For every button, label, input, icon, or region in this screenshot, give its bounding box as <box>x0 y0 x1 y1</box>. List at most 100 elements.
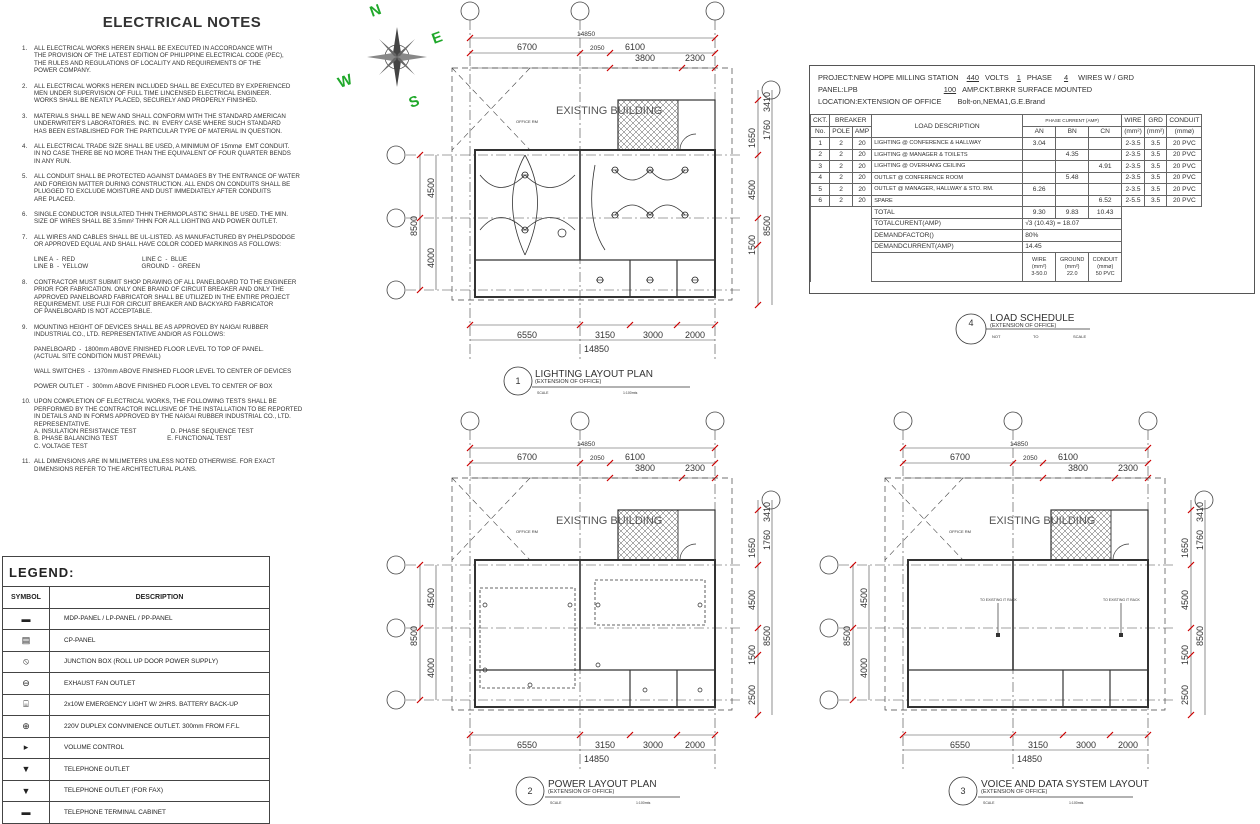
duplex-outlet-icon <box>482 667 488 673</box>
dim-right-f: 3410 <box>1195 502 1205 522</box>
panel-icon: ▬ <box>3 608 50 629</box>
dim-top-b: 6100 <box>1058 452 1078 462</box>
legend-row: ▼TELEPHONE OUTLET (FOR FAX) <box>3 780 269 802</box>
dim-tick <box>576 731 584 739</box>
feeder-ground-unit: (mm²) <box>1064 263 1080 270</box>
volume-control-icon: ▸ <box>3 737 50 758</box>
legend-row: ▼TELEPHONE OUTLET <box>3 759 269 781</box>
grid-bubble <box>705 411 725 431</box>
plan-scale-value: 1:100mts <box>623 391 638 395</box>
dim-total: 14850 <box>1010 441 1028 448</box>
dim-right-b: 4500 <box>1180 590 1190 610</box>
cell-wire: 2-3.5 <box>1121 183 1145 196</box>
cell-conduit: 20 PVC <box>1166 148 1203 161</box>
hatched-room <box>1050 509 1112 561</box>
note-number: 8. <box>22 278 28 286</box>
legend-description: 2x10W EMERGENCY LIGHT W/ 2HRS. BATTERY B… <box>64 701 239 709</box>
grid-bubble <box>570 1 590 21</box>
note-item: 10.UPON COMPLETION OF ELECTRICAL WORKS, … <box>22 398 342 450</box>
dim-tick <box>466 34 474 42</box>
dim-tick <box>606 474 614 482</box>
volts-value: 440 <box>966 73 979 82</box>
wall <box>617 99 716 151</box>
cell-amp: 20 <box>851 171 873 184</box>
dim-tick <box>754 151 762 159</box>
dim-bot-total: 14850 <box>1017 754 1042 764</box>
dim-tick <box>849 624 857 632</box>
grid-bubble <box>386 555 406 575</box>
dim-left-b: 4000 <box>426 248 436 268</box>
hdr-load: LOAD DESCRIPTION <box>871 114 1024 138</box>
plan-scale-value: 1:100mts <box>1069 801 1084 805</box>
dim-tick <box>899 459 907 467</box>
cell-conduit: 20 PVC <box>1166 183 1203 196</box>
location-label: LOCATION:EXTENSION OF OFFICE <box>818 97 942 106</box>
schedule-caption-b: TO <box>1033 334 1038 339</box>
dim-tick <box>711 731 719 739</box>
legend-header-row: SYMBOL DESCRIPTION <box>3 587 269 609</box>
note-item: 3. MATERIALS SHALL BE NEW AND SHALL CONFO… <box>22 113 342 135</box>
dim-tick <box>1106 731 1114 739</box>
dim-left-total: 8500 <box>409 216 419 236</box>
dim-tick <box>899 731 907 739</box>
cell-amp: 20 <box>851 183 873 196</box>
dim-tick <box>673 321 681 329</box>
dim-right-b: 4500 <box>747 180 757 200</box>
existing-diag <box>884 477 964 561</box>
cp-panel-icon: ▤ <box>3 630 50 651</box>
feeder-wire-unit: (mm²) <box>1031 263 1047 270</box>
dim-top-a: 6700 <box>517 42 537 52</box>
compass-e: E <box>430 28 445 47</box>
schedule-table: CKT. BREAKER LOAD DESCRIPTION PHASE CURR… <box>809 114 1203 282</box>
dim-tick <box>416 561 424 569</box>
legend-row: ▸VOLUME CONTROL <box>3 737 269 759</box>
cell-wire: 2-3.5 <box>1121 160 1145 173</box>
duplex-outlet-icon <box>595 662 601 668</box>
dim-tick <box>754 214 762 222</box>
dim-bot-d: 2000 <box>1118 740 1138 750</box>
dim-top-e: 2300 <box>1118 463 1138 473</box>
schedule-caption-a: NOT <box>992 334 1001 339</box>
demand-factor-label: DEMANDFACTOR() <box>871 229 1024 242</box>
dim-left-a: 4500 <box>859 588 869 608</box>
dim-tick <box>1039 474 1047 482</box>
total-label: TOTAL <box>871 206 1024 219</box>
dim-tick <box>416 151 424 159</box>
terminal-cabinet-icon: ▬ <box>3 802 50 823</box>
dim-bot-c: 3000 <box>643 330 663 340</box>
dim-tick <box>754 711 762 719</box>
enclosure-label: Bolt-on,NEMA1,G.E.Brand <box>957 97 1045 106</box>
cell-no: 4 <box>809 171 831 184</box>
note-number: 3. <box>22 112 28 120</box>
duplex-outlet-icon <box>697 687 703 693</box>
note-number: 4. <box>22 143 28 151</box>
feeder-conduit: CONDUIT(mmø)50 PVC <box>1088 252 1123 282</box>
dim-left-a: 4500 <box>426 588 436 608</box>
wires-label: WIRES W / GRD <box>1078 73 1134 82</box>
cell-wire: 2-3.5 <box>1121 148 1145 161</box>
dim-tick <box>466 459 474 467</box>
dim-top-d: 3800 <box>1068 463 1088 473</box>
legend-row: ⦸JUNCTION BOX (ROLL UP DOOR POWER SUPPLY… <box>3 651 269 673</box>
dim-tick <box>754 651 762 659</box>
cell-desc: OUTLET @ MANAGER, HALLWAY & STO. RM. <box>871 183 1024 196</box>
cell-desc: OUTLET @ CONFERENCE ROOM <box>871 171 1024 184</box>
hdr-wire-unit: (mm²) <box>1121 125 1145 138</box>
plan-title: VOICE AND DATA SYSTEM LAYOUT <box>981 779 1149 790</box>
data-outlet-icon <box>1119 633 1123 637</box>
note-text: ALL ELECTRICAL WORKS HEREIN SHALL BE EXE… <box>34 45 284 75</box>
dim-tick <box>754 301 762 309</box>
hdr-no: No. <box>809 125 831 138</box>
grid-bubble <box>1138 411 1158 431</box>
grid-bubble <box>570 411 590 431</box>
note-text: MATERIALS SHALL BE NEW AND SHALL CONFORM… <box>34 112 286 135</box>
note-item: 7.ALL WIRES AND CABLES SHALL BE UL-LISTE… <box>22 234 342 271</box>
hdr-cn: CN <box>1088 125 1123 138</box>
feeder-conduit-unit: (mmø) <box>1097 263 1114 270</box>
compass-rose <box>367 27 427 87</box>
grid-bubble <box>761 490 781 510</box>
